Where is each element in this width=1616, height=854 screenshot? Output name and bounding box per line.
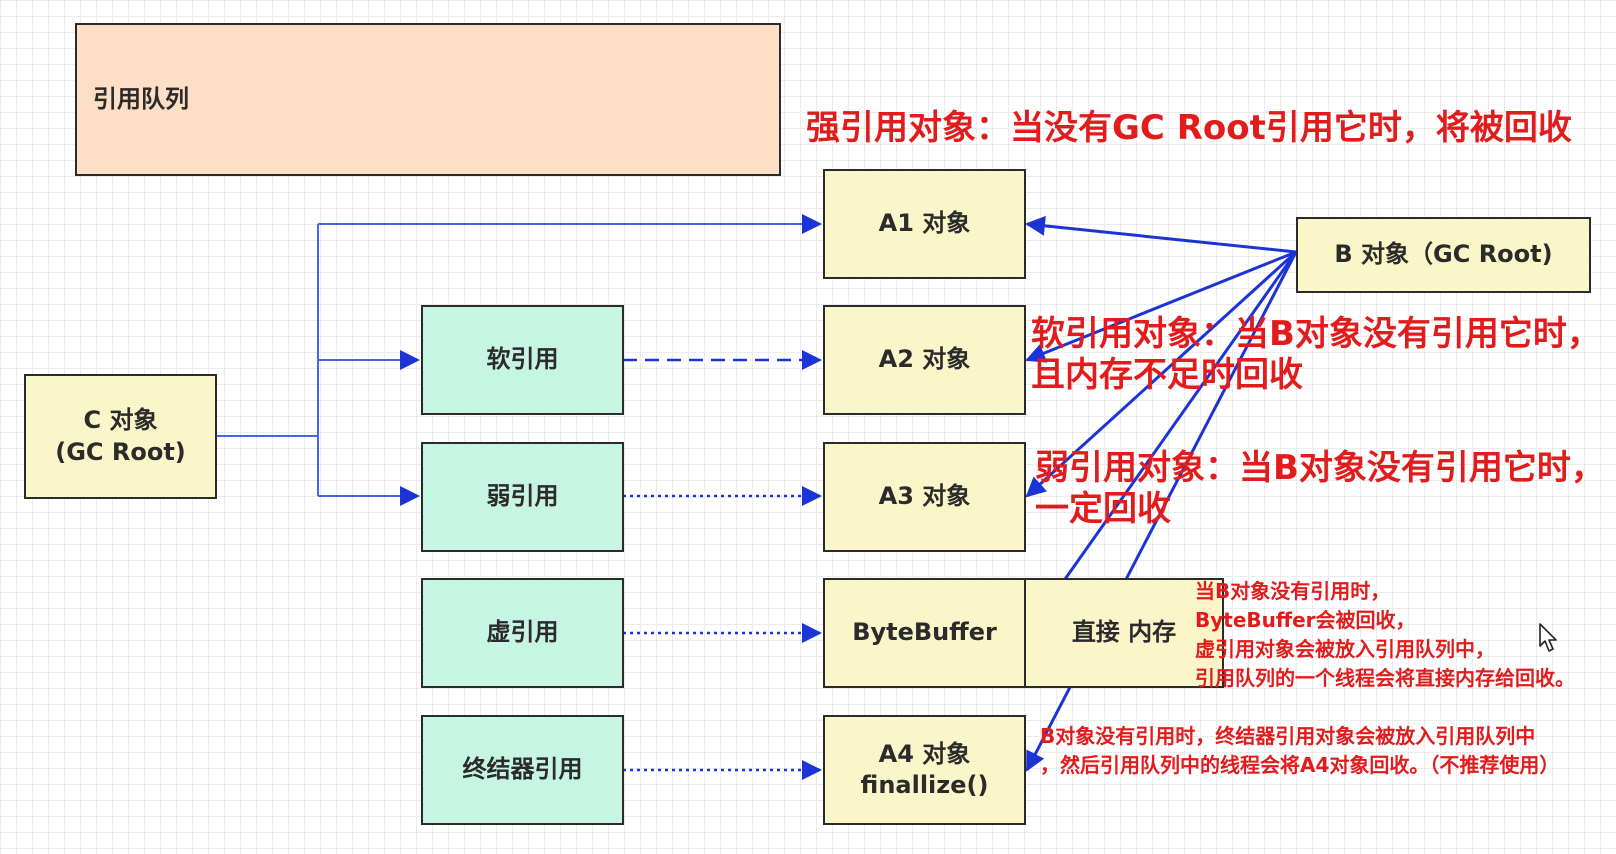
a1-object-label: A1 对象 bbox=[878, 209, 971, 238]
finalizer-reference-note-line2: ，然后引用队列中的线程会将A4对象回收。（不推荐使用） bbox=[1040, 753, 1560, 777]
phantom-reference-box: 虚引用 bbox=[421, 578, 624, 688]
weak-reference-box: 弱引用 bbox=[421, 442, 624, 552]
a3-object-label: A3 对象 bbox=[878, 482, 971, 511]
phantom-reference-note-line1: 当B对象没有引用时， bbox=[1195, 579, 1391, 603]
phantom-reference-note: 当B对象没有引用时， ByteBuffer会被回收， 虚引用对象会被放入引用队列… bbox=[1195, 577, 1575, 693]
finalizer-reference-note-line1: B对象没有引用时，终结器引用对象会被放入引用队列中 bbox=[1040, 724, 1536, 748]
reference-arrows bbox=[623, 350, 822, 780]
a4-object-method: finallize() bbox=[860, 771, 989, 799]
mouse-pointer-icon bbox=[1539, 623, 1557, 652]
a1-object-box: A1 对象 bbox=[823, 169, 1026, 279]
c-object-subtitle: (GC Root) bbox=[55, 437, 186, 466]
weak-reference-note-line1: 弱引用对象：当B对象没有引用它时， bbox=[1035, 448, 1605, 488]
b-to-a3-arrow bbox=[1025, 250, 1298, 498]
b-object-label: B 对象（GC Root) bbox=[1334, 240, 1553, 269]
a2-object-label: A2 对象 bbox=[878, 345, 971, 374]
weak-reference-label: 弱引用 bbox=[486, 482, 559, 511]
soft-reference-note-line1: 软引用对象：当B对象没有引用它时， bbox=[1031, 314, 1601, 354]
b-to-a2-arrow bbox=[1025, 250, 1297, 363]
finalizer-reference-note: B对象没有引用时，终结器引用对象会被放入引用队列中 ，然后引用队列中的线程会将A… bbox=[1040, 722, 1559, 780]
phantom-reference-note-line3: 虚引用对象会被放入引用队列中， bbox=[1195, 637, 1495, 661]
c-object-title: C 对象 bbox=[83, 406, 158, 435]
bytebuffer-box: ByteBuffer bbox=[823, 578, 1026, 688]
b-object-box: B 对象（GC Root) bbox=[1296, 217, 1591, 293]
a4-object-title: A4 对象 bbox=[878, 739, 971, 768]
reference-queue-label: 引用队列 bbox=[93, 84, 189, 113]
soft-reference-note-line2: 且内存不足时回收 bbox=[1031, 354, 1303, 395]
direct-memory-box: 直接 内存 bbox=[1024, 578, 1224, 688]
reference-queue-box: 引用队列 bbox=[75, 23, 781, 176]
weak-reference-note-line2: 一定回收 bbox=[1035, 488, 1171, 529]
finalizer-reference-box: 终结器引用 bbox=[421, 715, 624, 825]
phantom-reference-note-line2: ByteBuffer会被回收， bbox=[1195, 608, 1416, 632]
phantom-reference-label: 虚引用 bbox=[486, 618, 559, 647]
soft-reference-note: 软引用对象：当B对象没有引用它时， 且内存不足时回收 bbox=[1031, 314, 1601, 396]
soft-reference-label: 软引用 bbox=[486, 345, 559, 374]
finalizer-reference-label: 终结器引用 bbox=[462, 755, 583, 784]
b-to-a1-arrow bbox=[1025, 215, 1297, 254]
direct-memory-label: 直接 内存 bbox=[1071, 618, 1177, 647]
phantom-reference-note-line4: 引用队列的一个线程会将直接内存给回收。 bbox=[1195, 666, 1575, 690]
c-object-connectors bbox=[215, 214, 822, 506]
a2-object-box: A2 对象 bbox=[823, 305, 1026, 415]
a4-object-box: A4 对象 finallize() bbox=[823, 715, 1026, 825]
b-to-bytebuffer-arrow bbox=[1025, 251, 1298, 635]
a3-object-box: A3 对象 bbox=[823, 442, 1026, 552]
strong-reference-note: 强引用对象：当没有GC Root引用它时，将被回收 bbox=[806, 108, 1572, 148]
bytebuffer-label: ByteBuffer bbox=[852, 618, 997, 647]
soft-reference-box: 软引用 bbox=[421, 305, 624, 415]
c-object-box: C 对象 (GC Root) bbox=[24, 374, 217, 499]
weak-reference-note: 弱引用对象：当B对象没有引用它时， 一定回收 bbox=[1035, 448, 1605, 530]
